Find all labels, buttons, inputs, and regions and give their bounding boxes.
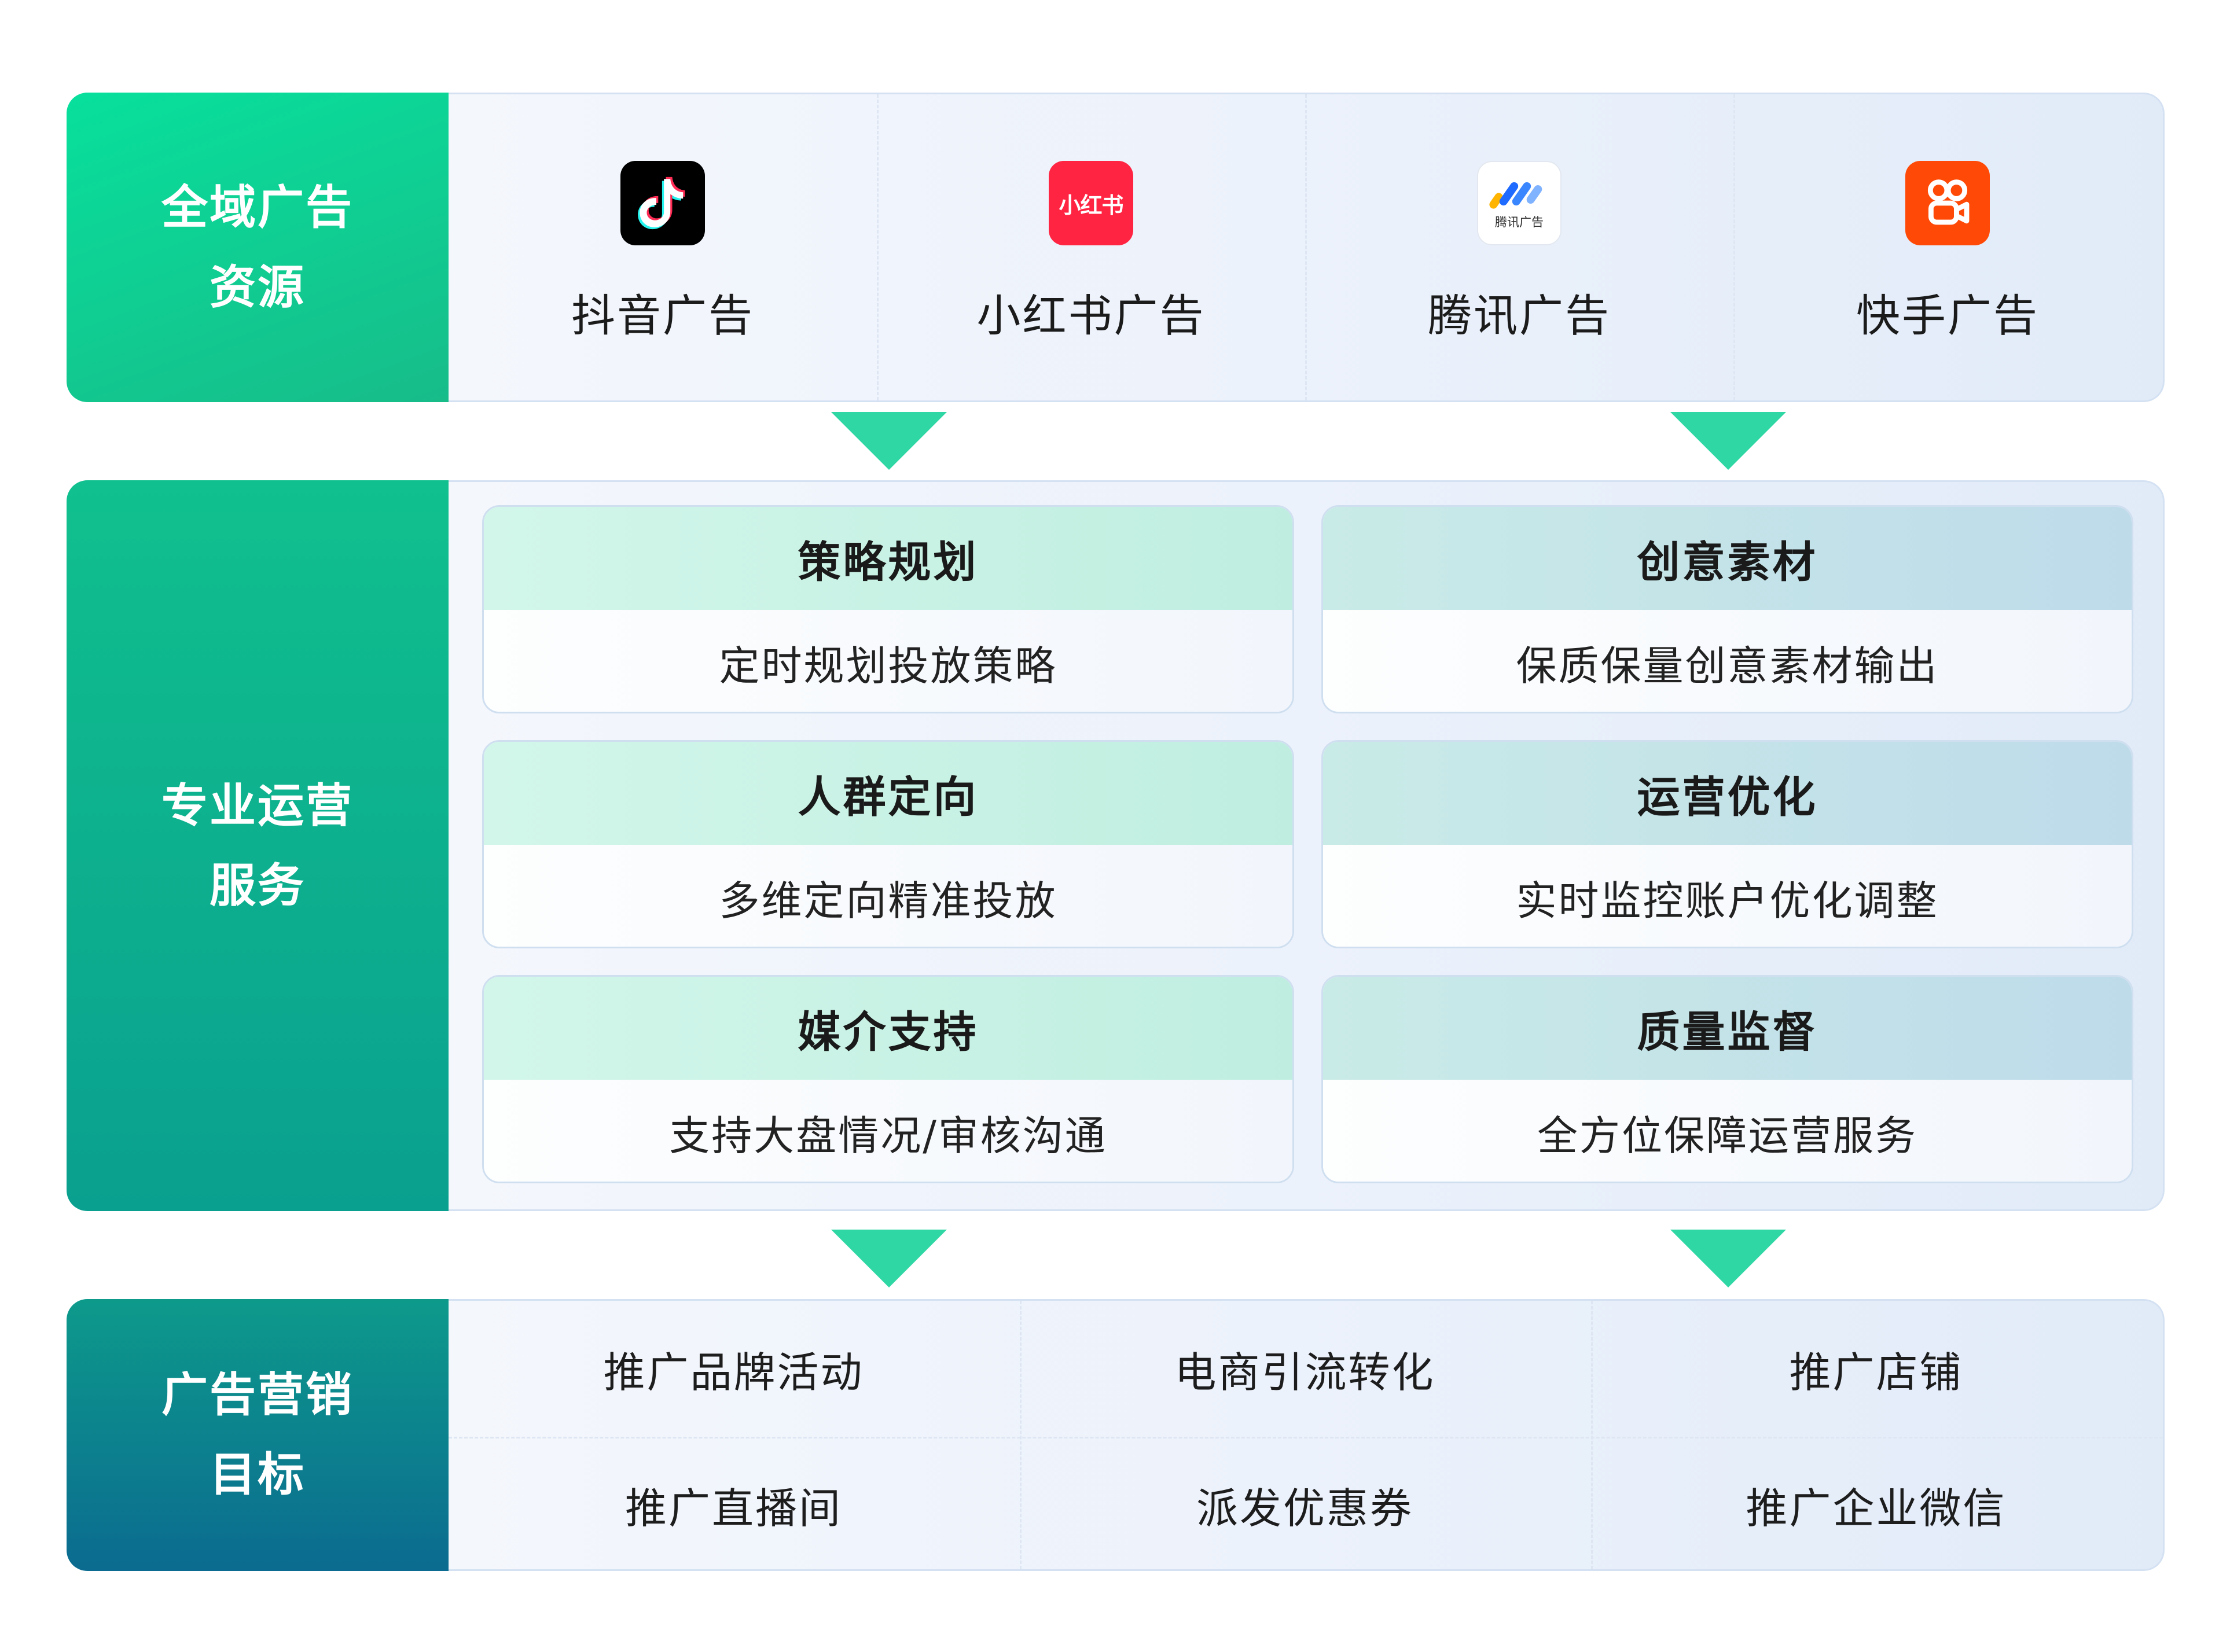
service-title: 运营优化 (1323, 742, 2132, 845)
service-desc: 定时规划投放策略 (484, 610, 1292, 712)
douyin-logo-icon (620, 161, 705, 245)
platform-name: 腾讯广告 (1428, 290, 1611, 341)
divider (449, 1437, 2163, 1438)
platform-douyin: 抖音广告 (449, 94, 877, 400)
service-title: 策略规划 (484, 507, 1292, 610)
divider (1591, 1301, 1593, 1569)
platform-name: 小红书广告 (976, 290, 1206, 341)
services-panel: 策略规划 定时规划投放策略 创意素材 保质保量创意素材输出 人群定向 多维定向精… (449, 480, 2165, 1211)
services-label-line1: 专业运营 (161, 778, 354, 833)
goals-label-line1: 广告营销 (161, 1368, 354, 1422)
resources-label-line2: 资源 (210, 260, 306, 314)
service-card: 策略规划 定时规划投放策略 (482, 505, 1294, 713)
service-card: 运营优化 实时监控账户优化调整 (1321, 740, 2133, 948)
flow-arrow-icon (831, 412, 947, 470)
goals-label-line2: 目标 (210, 1448, 306, 1502)
service-title: 创意素材 (1323, 507, 2132, 610)
resources-row: 全域广告 资源 抖音广告 小红书 (67, 93, 2165, 402)
divider (1733, 94, 1735, 400)
service-title: 媒介支持 (484, 977, 1292, 1080)
service-desc: 支持大盘情况/审核沟通 (484, 1080, 1292, 1182)
goals-label: 广告营销 目标 (67, 1299, 449, 1571)
service-title: 人群定向 (484, 742, 1292, 845)
divider (1305, 94, 1307, 400)
divider (1020, 1301, 1022, 1569)
goal-item: 推广品牌活动 (603, 1348, 864, 1397)
goal-item: 派发优惠券 (1196, 1484, 1413, 1533)
tencent-ads-logo-icon: 腾讯广告 (1477, 161, 1562, 245)
service-card: 媒介支持 支持大盘情况/审核沟通 (482, 975, 1294, 1183)
platform-name: 快手广告 (1856, 290, 2039, 341)
resources-label-line1: 全域广告 (161, 180, 354, 234)
service-card: 质量监督 全方位保障运营服务 (1321, 975, 2133, 1183)
service-desc: 保质保量创意素材输出 (1323, 610, 2132, 712)
service-desc: 全方位保障运营服务 (1323, 1080, 2132, 1182)
goal-item: 推广店铺 (1789, 1348, 1963, 1397)
resources-label: 全域广告 资源 (67, 93, 449, 402)
goal-item: 推广企业微信 (1746, 1484, 2007, 1533)
goals-panel: 推广品牌活动 电商引流转化 推广店铺 推广直播间 派发优惠券 推广企业微信 (449, 1299, 2165, 1571)
service-desc: 多维定向精准投放 (484, 845, 1292, 947)
service-card: 人群定向 多维定向精准投放 (482, 740, 1294, 948)
flow-arrow-icon (831, 1230, 947, 1287)
service-desc: 实时监控账户优化调整 (1323, 845, 2132, 947)
divider (877, 94, 879, 400)
kuaishou-logo-icon (1905, 161, 1990, 245)
platform-kuaishou: 快手广告 (1733, 94, 2162, 400)
goals-row: 广告营销 目标 推广品牌活动 电商引流转化 推广店铺 推广直播间 派发优惠券 推… (67, 1299, 2165, 1571)
xiaohongshu-logo-icon: 小红书 (1049, 161, 1133, 245)
service-title: 质量监督 (1323, 977, 2132, 1080)
platform-name: 抖音广告 (571, 290, 754, 341)
services-label: 专业运营 服务 (67, 480, 449, 1211)
flow-arrow-icon (1670, 412, 1786, 470)
resources-panel: 抖音广告 小红书 小红书广告 腾讯广告 腾讯广告 (449, 93, 2165, 402)
service-card: 创意素材 保质保量创意素材输出 (1321, 505, 2133, 713)
flow-arrow-icon (1670, 1230, 1786, 1287)
goal-item: 电商引流转化 (1174, 1348, 1435, 1397)
platform-xiaohongshu: 小红书 小红书广告 (877, 94, 1305, 400)
services-row: 专业运营 服务 策略规划 定时规划投放策略 创意素材 保质保量创意素材输出 人群… (67, 480, 2165, 1211)
platform-tencent: 腾讯广告 腾讯广告 (1305, 94, 1733, 400)
services-label-line2: 服务 (210, 858, 306, 913)
goal-item: 推广直播间 (624, 1484, 842, 1533)
